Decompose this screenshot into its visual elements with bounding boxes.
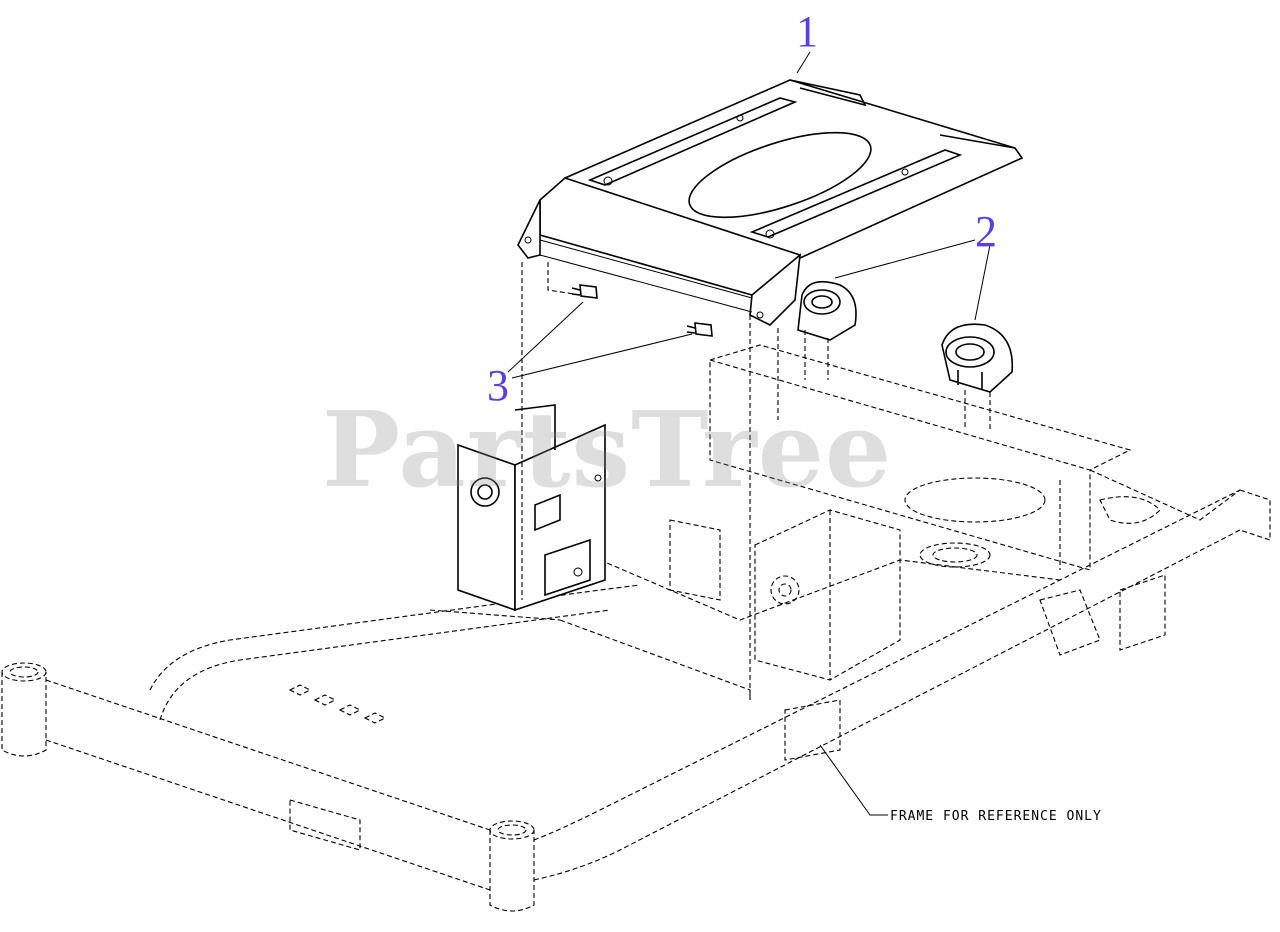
seat-bracket-part-1 — [517, 51, 1024, 326]
reference-frame — [1, 344, 1271, 912]
seat-mount-bracket — [457, 404, 606, 612]
callout-1-label: 1 — [796, 7, 818, 56]
callout-3-label: 3 — [487, 361, 509, 410]
assembly-guide-lines — [521, 262, 991, 700]
callout-2-label: 2 — [975, 207, 997, 256]
bolts-part-3 — [507, 284, 713, 379]
watermark-text: PartsTree — [322, 388, 893, 511]
bumper-part-2 — [797, 239, 1014, 393]
reference-note: FRAME FOR REFERENCE ONLY — [890, 809, 1102, 824]
